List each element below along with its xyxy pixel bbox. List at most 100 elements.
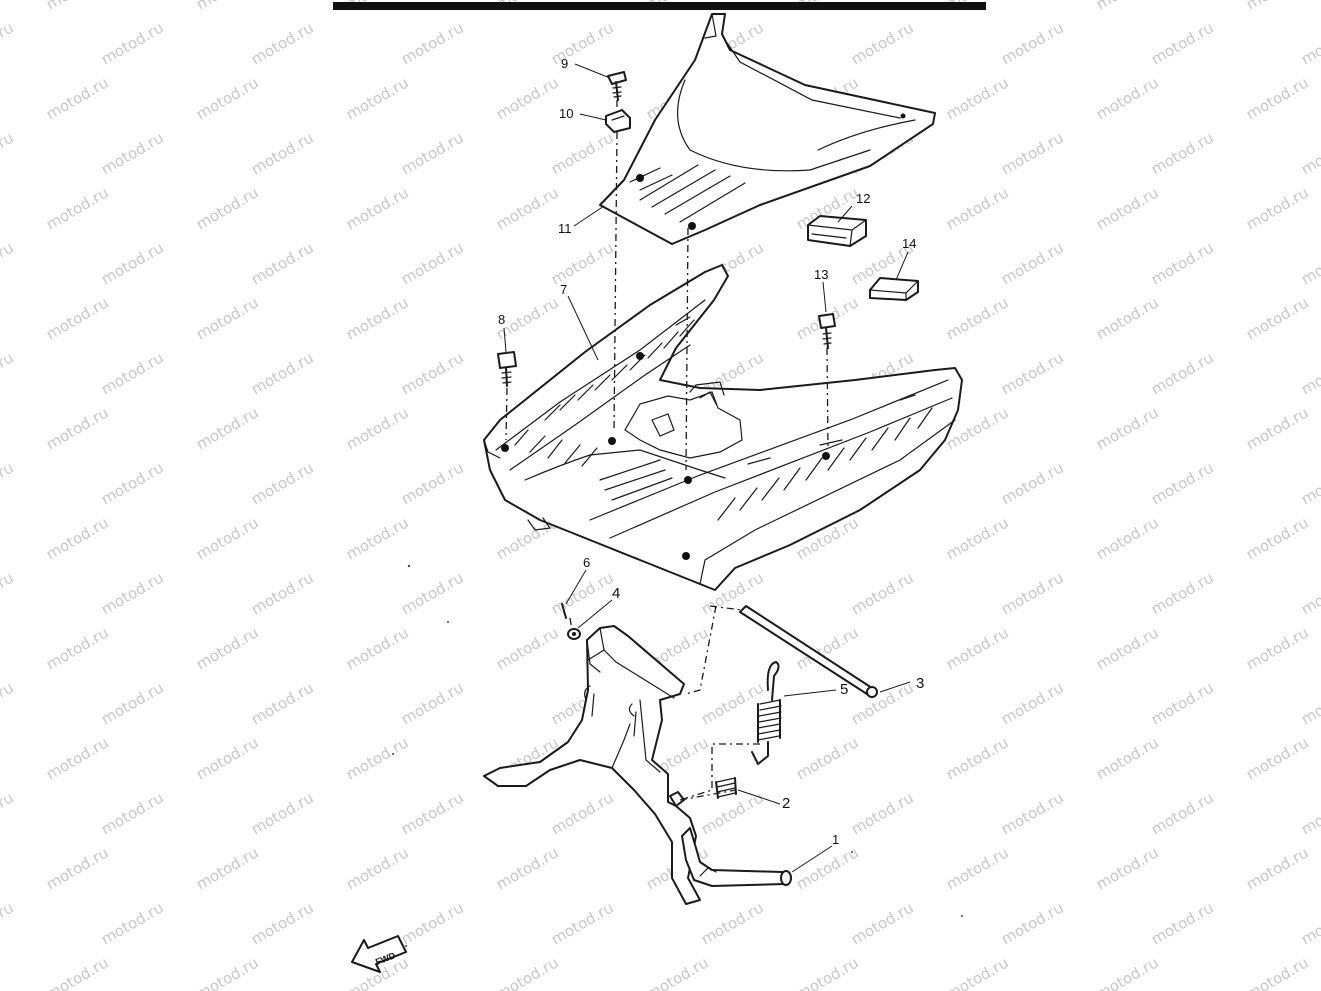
watermark-text: motod.ru [1298,458,1321,508]
watermark-text: motod.ru [493,623,562,673]
watermark-text: motod.ru [398,458,467,508]
watermark-text: motod.ru [343,403,412,453]
watermark-text: motod.ru [1298,678,1321,728]
watermark-text: motod.ru [998,238,1067,288]
watermark-text: motod.ru [1243,623,1312,673]
watermark-text: motod.ru [848,788,917,838]
watermark-text: motod.ru [0,128,17,178]
watermark-text: motod.ru [1298,568,1321,618]
watermark-text: motod.ru [1243,843,1312,893]
watermark-text: motod.ru [998,18,1067,68]
watermark-text: motod.ru [43,183,112,233]
part-13-bolt [818,313,836,349]
watermark-text: motod.ru [398,348,467,398]
callout-6: 6 [583,555,590,570]
watermark-text: motod.ru [1298,18,1321,68]
watermark-text: motod.ru [1093,0,1162,13]
callout-14: 14 [902,236,916,251]
part-4-washer [567,628,581,640]
watermark-text: motod.ru [1093,623,1162,673]
watermark-text: motod.ru [493,73,562,123]
watermark-text: motod.ru [43,73,112,123]
watermark-text: motod.ru [493,183,562,233]
part-6-pin [561,603,567,619]
part-9-screw [607,71,627,101]
callout-10: 10 [559,106,573,121]
watermark-text: motod.ru [98,678,167,728]
callout-3: 3 [916,675,924,692]
watermark-text: motod.ru [0,18,17,68]
watermark-text: motod.ru [248,898,317,948]
watermark-text: motod.ru [398,568,467,618]
watermark-text: motod.ru [0,568,17,618]
watermark-text: motod.ru [0,348,17,398]
watermark-text: motod.ru [1243,73,1312,123]
watermark-text: motod.ru [1148,678,1217,728]
watermark-text: motod.ru [43,293,112,343]
watermark-text: motod.ru [398,678,467,728]
watermark-text: motod.ru [193,733,262,783]
callout-9: 9 [561,56,568,71]
watermark-text: motod.ru [193,623,262,673]
callout-11: 11 [558,221,572,236]
watermark-text: motod.ru [193,403,262,453]
watermark-text: motod.ru [248,348,317,398]
watermark-text: motod.ru [548,18,617,68]
watermark-text: motod.ru [1243,293,1312,343]
callout-labels: 9 10 11 12 14 13 7 8 6 4 5 3 2 1 [498,56,924,847]
watermark-text: motod.ru [343,73,412,123]
part-8-bolt [497,351,517,387]
watermark-text: motod.ru [943,623,1012,673]
hole [608,437,616,445]
watermark-text: motod.ru [998,788,1067,838]
fwd-arrow-icon [351,935,407,973]
callout-4: 4 [612,585,620,602]
watermark-text: motod.ru [248,788,317,838]
part-1-main-stand [483,625,792,905]
watermark-text: motod.ru [793,843,862,893]
watermark-text: motod.ru [493,953,562,991]
watermark-text: motod.ru [943,73,1012,123]
watermark-text: motod.ru [1243,183,1312,233]
watermark-text: motod.ru [548,128,617,178]
hole [636,352,644,360]
watermark-text: motod.ru [193,293,262,343]
watermark-text: motod.ru [43,0,112,13]
watermark-text: motod.ru [1093,513,1162,563]
watermark-text: motod.ru [1093,403,1162,453]
watermark-text: motod.ru [943,183,1012,233]
watermark-text: motod.ru [943,953,1012,991]
watermark-text: motod.ru [1298,788,1321,838]
watermark-text: motod.ru [248,238,317,288]
watermark-text: motod.ru [998,458,1067,508]
watermark-text: motod.ru [193,513,262,563]
watermark-text: motod.ru [343,843,412,893]
watermark-text: motod.ru [248,18,317,68]
watermark-text: motod.ru [43,513,112,563]
hole [682,552,690,560]
watermark-text: motod.ru [1148,348,1217,398]
watermark-text: motod.ru [548,898,617,948]
watermark-text: motod.ru [193,0,262,13]
watermark-text: motod.ru [1243,403,1312,453]
watermark-text: motod.ru [1093,953,1162,991]
callout-2: 2 [782,795,790,812]
watermark-text: motod.ru [848,898,917,948]
watermark-text: motod.ru [193,953,262,991]
watermark-text: motod.ru [98,18,167,68]
watermark-text: motod.ru [398,238,467,288]
watermark-text: motod.ru [43,623,112,673]
watermark-text: motod.ru [1298,898,1321,948]
assembly-lines [505,100,829,801]
watermark-text: motod.ru [43,733,112,783]
watermark-text: motod.ru [398,18,467,68]
watermark-text: motod.ru [43,843,112,893]
watermark-text: motod.ru [98,568,167,618]
watermark-text: motod.ru [998,128,1067,178]
watermark-text: motod.ru [98,348,167,398]
watermark-text: motod.ru [98,898,167,948]
watermark-text: motod.ru [998,898,1067,948]
watermark-text: motod.ru [793,733,862,783]
watermark-text: motod.ru [0,788,17,838]
